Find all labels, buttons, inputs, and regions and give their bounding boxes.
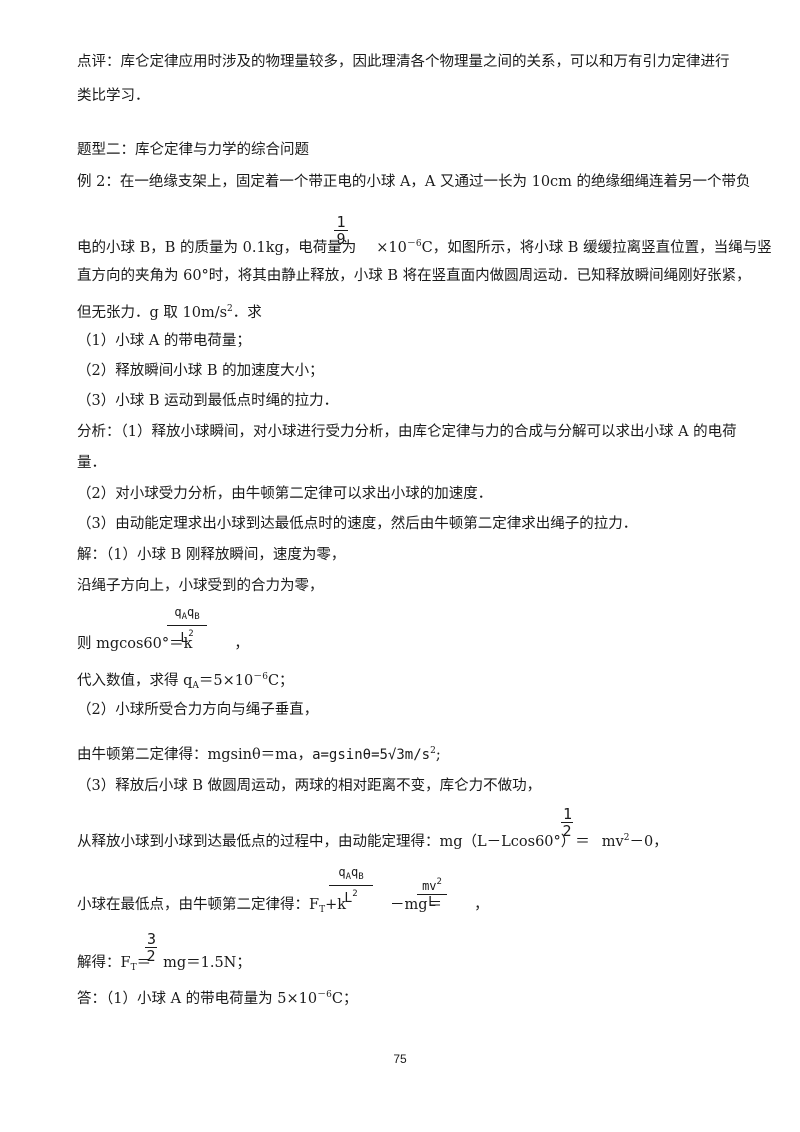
text-line: 沿绳子方向上，小球受到的合力为零， (77, 578, 324, 594)
fraction-one-half: 1 2 (561, 805, 573, 840)
equation-line: 从释放小球到小球到达最低点的过程中，由动能定理得：mg（L－Lcos60°）＝m… (77, 833, 668, 850)
equation-line: 代入数值，求得 qA＝5×10－6C； (77, 672, 294, 691)
fraction-three-halves: 3 2 (145, 930, 157, 965)
equation-line: 解得：FT＝mg＝1.5N； (77, 955, 251, 973)
text-line: 解：（1）小球 B 刚释放瞬间，速度为零， (77, 547, 346, 563)
equation-line: 小球在最低点，由牛顿第二定律得：FT+k－mg＝， (77, 897, 489, 915)
text-line: （3）释放后小球 B 做圆周运动，两球的相对距离不变，库仑力不做功， (77, 778, 542, 794)
fraction-centripetal: mv2 L (417, 874, 447, 911)
text-line: 分析：（1）释放小球瞬间，对小球进行受力分析，由库仑定律与力的合成与分解可以求出… (77, 424, 737, 440)
equation-line: 由牛顿第二定律得：mgsinθ＝ma，a=gsinθ=5√3m/s2; (77, 746, 441, 763)
text-line: 电的小球 B，B 的质量为 0.1kg，电荷量为×10－6C，如图所示，将小球 … (77, 239, 772, 256)
page-number: 75 (393, 1052, 407, 1066)
fraction-one-ninth: 1 9 (334, 214, 348, 247)
text-line: （2）小球所受合力方向与绳子垂直， (77, 702, 319, 718)
question-item: （1）小球 A 的带电荷量； (77, 333, 251, 349)
text-line: 直方向的夹角为 60°时，将其由静止释放，小球 B 将在竖直面内做圆周运动．已知… (77, 268, 751, 284)
text-line: 量． (77, 455, 106, 471)
answer-line: 答：（1）小球 A 的带电荷量为 5×10－6C； (77, 990, 358, 1007)
text-line: （3）由动能定理求出小球到达最低点时的速度，然后由牛顿第二定律求出绳子的拉力． (77, 516, 638, 532)
fraction-coulomb: qAqB L2 (167, 604, 207, 647)
text-line: （2）对小球受力分析，由牛顿第二定律可以求出小球的加速度． (77, 486, 493, 502)
text-line: 例 2：在一绝缘支架上，固定着一个带正电的小球 A，A 又通过一长为 10cm … (77, 174, 751, 190)
text-line: 点评：库仑定律应用时涉及的物理量较多，因此理清各个物理量之间的关系，可以和万有引… (77, 54, 730, 70)
equation-line: 则 mgcos60°＝k， (77, 636, 249, 652)
text-line: 类比学习． (77, 88, 150, 104)
text-line: 但无张力．g 取 10m/s2．求 (77, 304, 262, 321)
section-title: 题型二：库仑定律与力学的综合问题 (77, 142, 309, 158)
question-item: （3）小球 B 运动到最低点时绳的拉力． (77, 393, 339, 409)
question-item: （2）释放瞬间小球 B 的加速度大小； (77, 363, 324, 379)
fraction-coulomb: qAqB L2 (329, 864, 373, 907)
